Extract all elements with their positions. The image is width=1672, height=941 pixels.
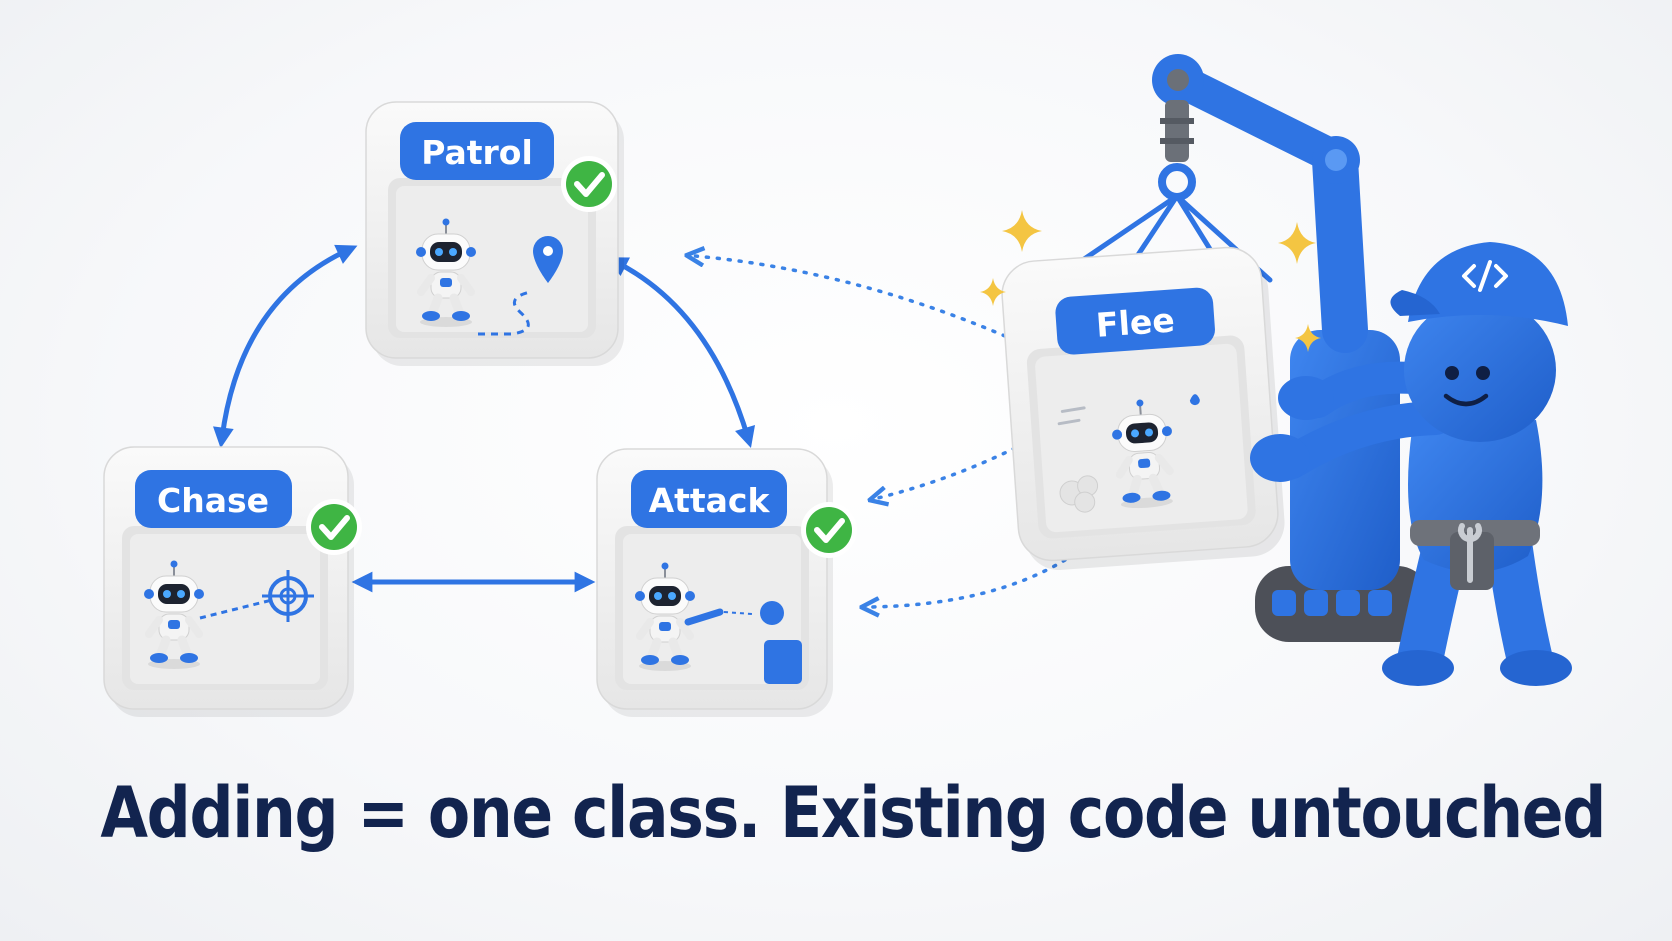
- sparkle-icon: [1278, 222, 1316, 264]
- state-label-patrol: Patrol: [421, 133, 533, 172]
- engineer-eye: [1445, 366, 1459, 380]
- state-flee: Flee: [1000, 245, 1287, 572]
- state-chase: Chase: [104, 447, 362, 717]
- sparkle-icon: [1002, 210, 1042, 252]
- target-block-icon: [764, 640, 802, 684]
- state-label-chase: Chase: [157, 481, 269, 520]
- engineer-eye: [1476, 366, 1490, 380]
- projectile-icon: [760, 601, 784, 625]
- crane-upper-arm: [1335, 160, 1345, 330]
- dotted-arrow-to-attack-lower: [870, 560, 1065, 607]
- checkmark-badge-icon: [801, 502, 857, 558]
- dotted-arrow-to-attack: [878, 448, 1015, 498]
- arrow-patrol-chase: [222, 250, 348, 438]
- crane-hook-ring: [1162, 167, 1192, 197]
- state-label-flee: Flee: [1095, 300, 1176, 344]
- state-attack: Attack: [597, 449, 857, 717]
- dotted-arrow-to-patrol: [695, 256, 1005, 336]
- checkmark-badge-icon: [561, 156, 617, 212]
- crane-boom: [1183, 82, 1336, 158]
- checkmark-badge-icon: [306, 499, 362, 555]
- state-patrol: Patrol: [366, 102, 624, 366]
- caption: Adding = one class. Existing code untouc…: [100, 778, 1571, 848]
- arrow-patrol-attack: [616, 262, 748, 438]
- state-label-attack: Attack: [649, 481, 771, 520]
